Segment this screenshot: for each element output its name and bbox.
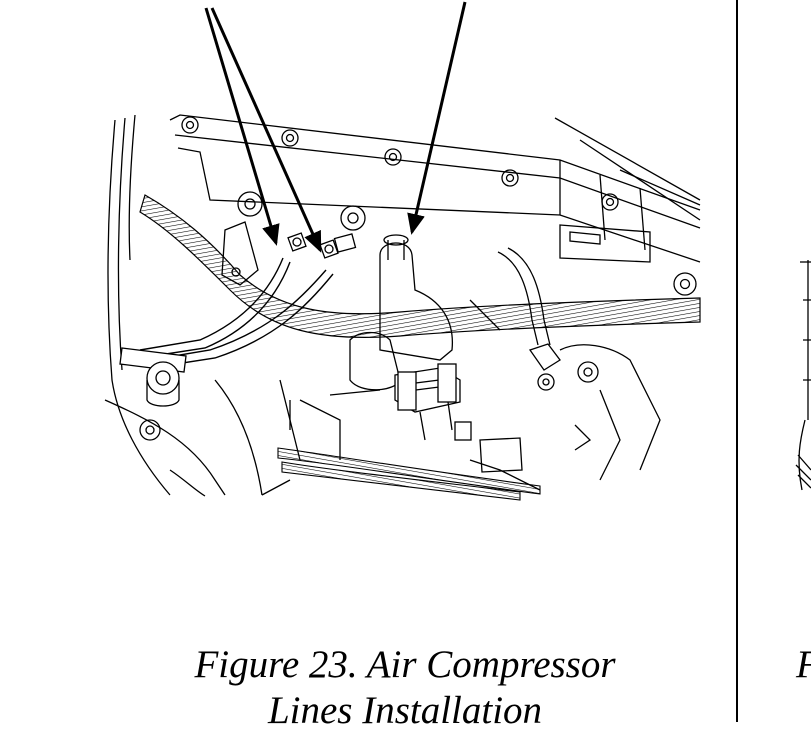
column-divider bbox=[736, 0, 738, 722]
hose-fittings bbox=[287, 232, 357, 259]
adjacent-figure-fragment bbox=[795, 260, 811, 491]
adjacent-figure-caption-fragment: F bbox=[796, 642, 811, 687]
callout-arrows bbox=[204, 1, 467, 253]
figure-caption-line2: Lines Installation bbox=[267, 689, 543, 732]
wiring-harness bbox=[139, 194, 701, 339]
engine-block-drawing bbox=[104, 114, 701, 497]
lower-harness bbox=[277, 447, 541, 501]
rail-bolts bbox=[181, 116, 697, 296]
figure-caption-line1: Figure 23. Air Compressor bbox=[194, 643, 616, 686]
